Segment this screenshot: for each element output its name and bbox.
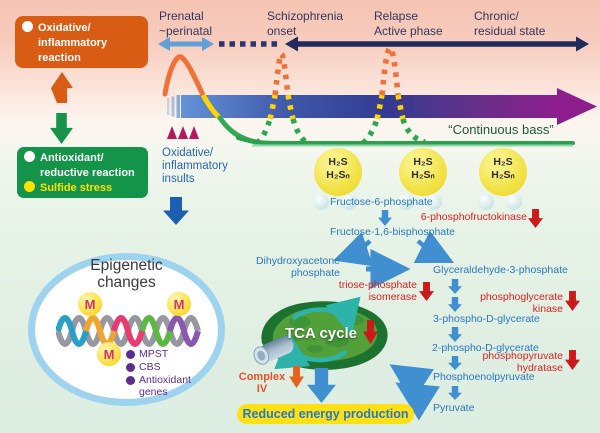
yellow-bullet-icon xyxy=(24,181,35,192)
onset-spike-yellow-left xyxy=(267,94,278,120)
stage-prenatal: Prenatal~perinatal xyxy=(159,9,213,38)
prenatal-arrowhead-left xyxy=(158,37,170,51)
continuous-bass-line xyxy=(236,136,575,145)
complex-iv-channel-icon xyxy=(253,336,294,365)
gene-bullet-icon xyxy=(126,363,135,372)
tca-cycle-arrow-top xyxy=(291,296,361,336)
gene-list: MPST CBS Antioxidant genes xyxy=(126,348,206,399)
gene-item-cbs: CBS xyxy=(126,361,206,373)
antioxidant-line2: reductive reaction xyxy=(40,167,135,179)
relapse-spike-green-left xyxy=(361,118,380,146)
h2s-atom xyxy=(313,194,329,210)
antioxidant-line1: Antioxidant/ xyxy=(40,152,104,164)
enzyme-tpi: triose-phosphate isomerase xyxy=(338,279,417,303)
methyl-mark: M xyxy=(97,342,121,366)
oxidative-reaction-box: Oxidative/ inflammatory reaction xyxy=(15,16,148,68)
dna-helix-icon xyxy=(56,315,201,347)
insult-triangle-icon xyxy=(189,126,199,139)
epigenetics-title: Epigenetic changes xyxy=(90,257,163,291)
oxidative-line2: inflammatory xyxy=(38,37,108,49)
metabolite-pep: Phosphoenolpyruvate xyxy=(433,371,535,383)
pep-to-tca-arrow xyxy=(389,364,434,403)
stage-chronic: Chronic/residual state xyxy=(474,9,546,38)
h2s-atom xyxy=(426,194,442,210)
relapse-spike-yellow-right xyxy=(395,94,406,120)
gene-bullet-icon xyxy=(126,376,135,385)
bar-fade-stripe xyxy=(167,98,170,115)
metabolite-g3p: Glyceraldehyde-3-phosphate xyxy=(433,264,568,276)
h2s-atom xyxy=(341,194,357,210)
gene-bullet-icon xyxy=(126,350,135,359)
antioxidant-reaction-box: Antioxidant/ reductive reaction Sulfide … xyxy=(17,147,148,198)
h2s-sphere xyxy=(479,148,527,196)
metabolite-f16bp: Fructose-1,6-bisphosphate xyxy=(330,226,455,238)
disease-course-arrowhead-left xyxy=(285,36,298,52)
oxidative-line3: reaction xyxy=(38,52,81,64)
sulfide-stress-label: Sulfide stress xyxy=(40,182,113,194)
methyl-mark: M xyxy=(78,292,102,316)
onset-spike-green-left xyxy=(255,118,273,146)
enzyme-pfk: 6-phosphofructokinase xyxy=(420,211,527,223)
complex-iv-label: Complex IV xyxy=(238,371,286,395)
continuous-bass-label: “Continuous bass” xyxy=(448,122,554,137)
white-bullet-icon xyxy=(22,21,33,32)
disease-course-arrowhead-right xyxy=(576,36,589,52)
split-arrow-to-dhap xyxy=(333,232,374,267)
gene-item-antioxidant: Antioxidant genes xyxy=(126,374,206,398)
onset-spike-orange-top xyxy=(272,50,291,96)
relapse-spike-green-right xyxy=(400,118,426,145)
h2s-sphere xyxy=(399,148,447,196)
bar-fade-stripe xyxy=(176,95,180,118)
enzyme-pgk: phosphoglycerate kinase xyxy=(480,291,563,315)
h2s-atom xyxy=(398,194,414,210)
insult-triangle-icon xyxy=(178,126,188,139)
methyl-mark: M xyxy=(167,292,191,316)
insults-label: Oxidative/ inflammatory insults xyxy=(162,147,228,185)
relapse-spike-yellow-left xyxy=(374,94,385,120)
h2s-atom xyxy=(506,194,522,210)
metabolite-2pg: 2-phospho-D-glycerate xyxy=(432,342,539,354)
metabolite-3pg: 3-phospho-D-glycerate xyxy=(433,313,540,325)
relapse-spike-orange-top xyxy=(379,45,401,96)
metabolite-f6p: Fructose-6-phosphate xyxy=(330,196,433,208)
insult-triangle-icon xyxy=(167,126,177,139)
white-bullet-icon xyxy=(24,151,35,162)
bar-fade-stripe xyxy=(171,96,175,117)
metabolite-pyruvate: Pyruvate xyxy=(433,402,475,414)
metabolite-dhap: Dihydroxyacetone phosphate xyxy=(255,255,340,279)
h2s-atom xyxy=(478,194,494,210)
onset-spike-yellow-right xyxy=(285,94,296,120)
mitochondrion-graphic xyxy=(253,296,388,370)
h2s-sphere xyxy=(314,148,362,196)
pyruvate-to-tca-arrow xyxy=(395,382,440,421)
reduced-energy-banner: Reduced energy production xyxy=(237,404,414,424)
timeline-bar-arrowhead xyxy=(557,88,597,125)
prenatal-arrowhead-right xyxy=(202,37,214,51)
tca-cycle-label: TCA cycle xyxy=(285,325,357,342)
split-arrow-to-g3p xyxy=(413,230,455,264)
gene-item-mpst: MPST xyxy=(126,348,206,360)
onset-spike-green-right xyxy=(290,118,309,146)
oxidative-line1: Oxidative/ xyxy=(38,22,91,34)
enzyme-pph: phosphopyruvate hydratase xyxy=(482,350,563,374)
oxidative-wave-orange xyxy=(162,54,206,98)
timeline-gradient-bar xyxy=(181,95,557,118)
